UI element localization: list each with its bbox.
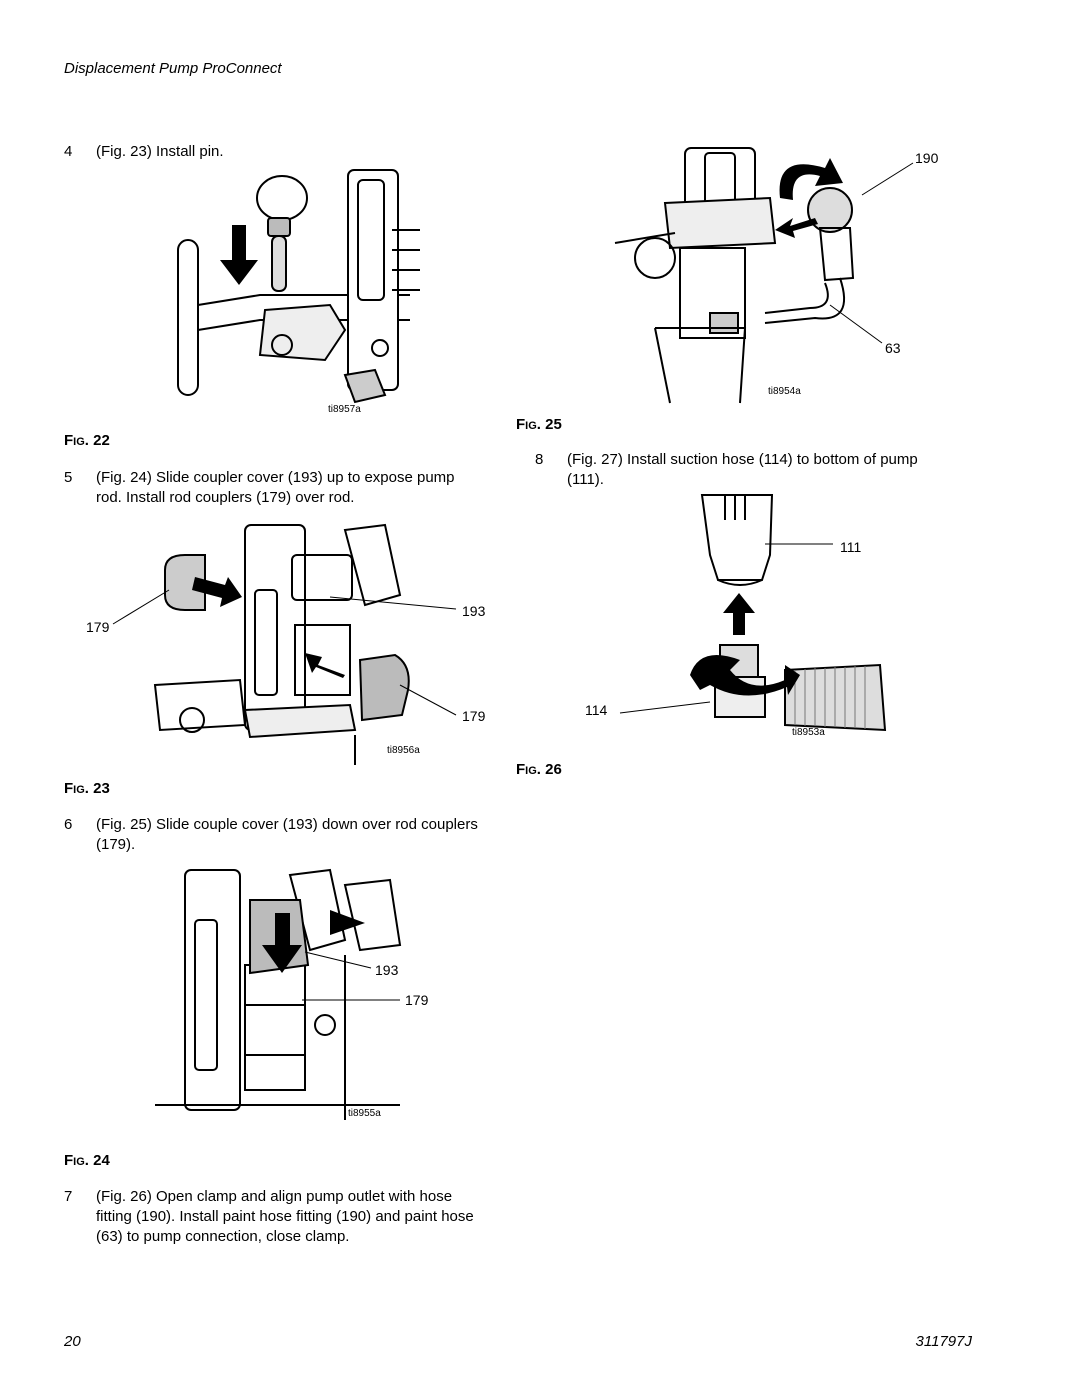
step-7: 7 (Fig. 26) Open clamp and align pump ou… [64, 1187, 514, 1247]
fig23-illustration [153, 523, 410, 765]
step-text: (Fig. 23) Install pin. [96, 143, 224, 160]
fig23-leader-179-left [112, 589, 170, 625]
step-4: 4 (Fig. 23) Install pin. [64, 142, 504, 162]
fig23-caption: FIG. 23 [64, 780, 110, 797]
fig22-image-id: ti8957a [328, 404, 361, 415]
fig25-illustration [614, 147, 855, 404]
fig23-callout-179-right: 179 [462, 708, 486, 724]
page-number: 20 [64, 1333, 81, 1350]
fig24-caption: FIG. 24 [64, 1152, 110, 1169]
step-6: 6 (Fig. 25) Slide couple cover (193) dow… [64, 815, 514, 855]
step-text-line-2: fitting (190). Install paint hose fittin… [96, 1208, 474, 1225]
step-text-line-2: (179). [96, 836, 136, 853]
fig23-leader-193 [329, 596, 457, 610]
fig25-caption: FIG. 25 [516, 416, 562, 433]
fig25-image-id: ti8954a [768, 386, 801, 397]
fig23-callout-193: 193 [462, 603, 486, 619]
fig26-image-id: ti8953a [792, 727, 825, 738]
step-number: 7 [64, 1188, 73, 1205]
fig24-callout-179: 179 [405, 992, 429, 1008]
fig24-leader-179 [302, 999, 400, 1001]
fig26-caption: FIG. 26 [516, 761, 562, 778]
fig25-leader-63 [829, 304, 883, 344]
fig26-illustration [690, 494, 887, 732]
step-number: 5 [64, 469, 73, 486]
fig23-image-id: ti8956a [387, 745, 420, 756]
fig26-leader-114 [619, 701, 711, 714]
document-id: 311797J [915, 1333, 972, 1350]
step-8: 8 (Fig. 27) Install suction hose (114) t… [535, 450, 975, 490]
step-text-line-2: rod. Install rod couplers (179) over rod… [96, 489, 355, 506]
fig23-callout-179-left: 179 [86, 619, 110, 635]
step-5: 5 (Fig. 24) Slide coupler cover (193) up… [64, 468, 504, 508]
fig26-callout-114: 114 [585, 702, 608, 718]
fig23-leader-179-right [399, 684, 457, 716]
step-text-line-1: (Fig. 26) Open clamp and align pump outl… [96, 1188, 453, 1205]
fig25-callout-63: 63 [885, 340, 901, 356]
step-number: 4 [64, 143, 73, 160]
fig25-callout-190: 190 [915, 150, 939, 166]
step-text-line-1: (Fig. 25) Slide couple cover (193) down … [96, 816, 478, 833]
fig22-caption: FIG. 22 [64, 432, 110, 449]
fig24-callout-193: 193 [375, 962, 399, 978]
step-number: 8 [535, 451, 544, 468]
fig24-image-id: ti8955a [348, 1108, 381, 1119]
step-number: 6 [64, 816, 73, 833]
step-text-line-2: (111). [567, 471, 604, 488]
fig26-callout-111: 111 [840, 539, 862, 555]
step-text-line-1: (Fig. 27) Install suction hose (114) to … [567, 451, 918, 468]
step-text-line-1: (Fig. 24) Slide coupler cover (193) up t… [96, 469, 455, 486]
fig25-leader-190 [861, 162, 914, 196]
fig24-leader-193 [304, 951, 372, 969]
fig24-illustration [155, 868, 402, 1120]
step-text-line-3: (63) to pump connection, close clamp. [96, 1228, 350, 1245]
fig22-illustration [177, 169, 420, 404]
fig26-leader-111 [765, 543, 833, 545]
page-header: Displacement Pump ProConnect [64, 60, 282, 77]
